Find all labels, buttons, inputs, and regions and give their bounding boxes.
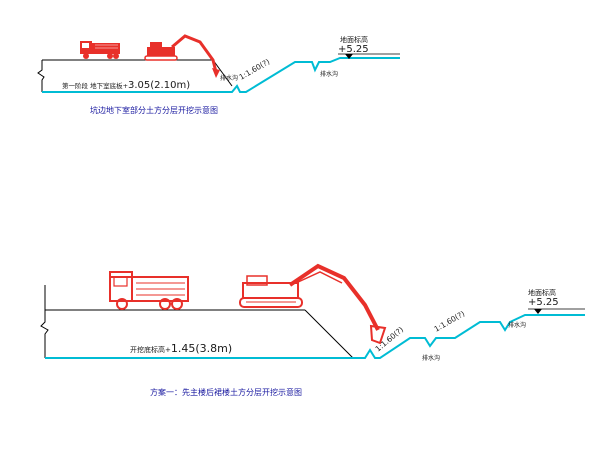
top-ditch-label-1: 排水沟 [220, 74, 238, 82]
top-excavation-label: 第一阶段 地下室底板+3.05(2.10m) [62, 80, 190, 91]
top-ground-level-marker-icon [345, 54, 353, 59]
bottom-ground-level-label: 地面标高 [528, 288, 556, 297]
bottom-section: 地面标高 +5.25 开挖底标高+1.45(3.8m) [40, 263, 585, 397]
bottom-ditch-label-1: 排水沟 [422, 354, 440, 362]
bottom-ground-level-marker-icon [534, 309, 542, 314]
bottom-ground-level-value: +5.25 [528, 297, 559, 308]
bottom-excavator [239, 263, 387, 345]
bottom-slope-label-2: 1:1.60(?) [433, 309, 467, 334]
bottom-caption: 方案一：先主楼后裙楼土方分层开挖示意图 [150, 387, 302, 397]
top-break-mark [37, 60, 45, 92]
bottom-excavation-label: 开挖底标高+1.45(3.8m) [130, 342, 232, 355]
top-ground-level-label: 地面标高 [340, 35, 368, 44]
top-caption: 坑边地下室部分土方分层开挖示意图 [90, 105, 218, 115]
bottom-dump-truck [109, 271, 189, 310]
top-dump-truck [80, 41, 120, 59]
top-section: 地面标高 +5.25 第一阶段 地下室底板+3.05(2.10m) 排水沟 1:… [37, 34, 400, 115]
bottom-slope-line [304, 309, 354, 359]
top-slope-line [212, 59, 233, 87]
top-ditch-label-2: 排水沟 [320, 70, 338, 78]
top-ground-level-value: +5.25 [338, 44, 369, 55]
top-excavation-profile [42, 57, 400, 93]
bottom-excavation-profile [45, 314, 585, 359]
bottom-ditch-label-2: 排水沟 [508, 321, 526, 329]
top-excavator [144, 34, 220, 78]
top-slope-label: 1:1.60(?) [238, 57, 272, 82]
bottom-break-mark [40, 285, 49, 358]
